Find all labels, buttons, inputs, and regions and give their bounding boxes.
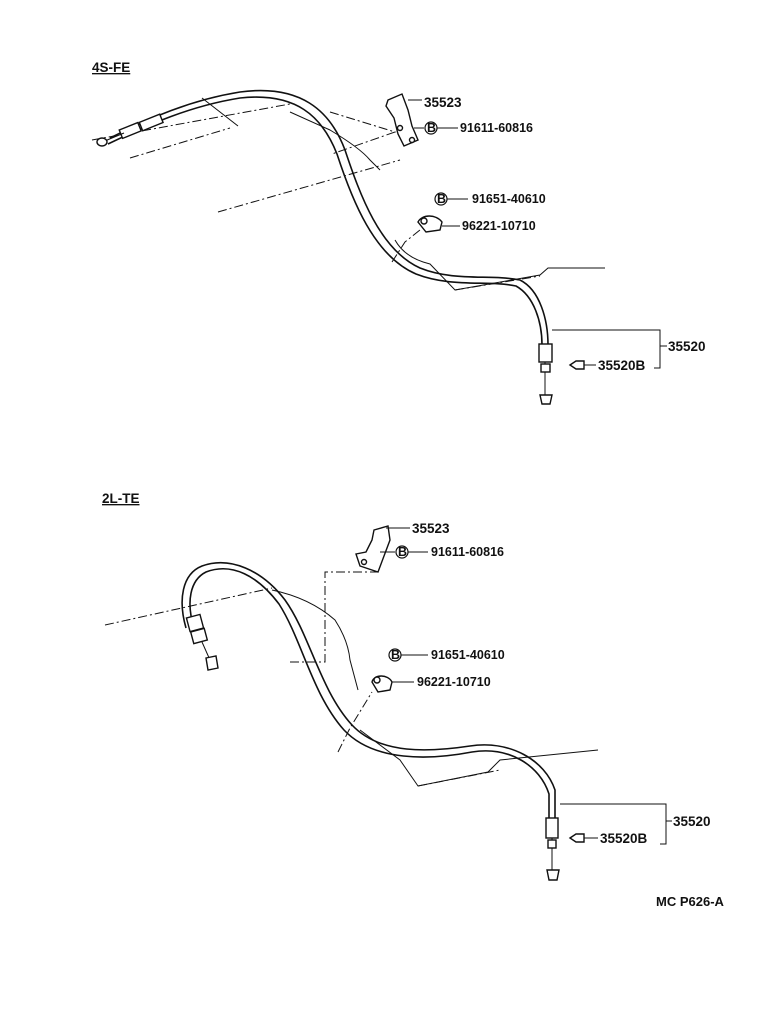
bolt-badge-letter: B [437, 192, 446, 206]
floor-dash [417, 769, 501, 787]
part-label-91651: 91651-40610 [431, 648, 505, 662]
body-panel-edge [271, 589, 359, 691]
cable-lower-line [189, 568, 550, 820]
cable-lower-line [107, 96, 543, 346]
engine-title-4s-fe: 4S-FE [92, 60, 130, 75]
leader-clamp-bottom [337, 691, 373, 753]
diagram-4s-fe: 4S-FE [91, 60, 706, 405]
part-label-91611: 91611-60816 [431, 545, 504, 559]
bolt-badge-letter: B [427, 121, 436, 135]
cable-rear-end-fitting [538, 343, 553, 405]
bolt-badge-letter: B [398, 545, 407, 559]
floor-panel-edge [394, 239, 605, 291]
part-label-91651: 91651-40610 [472, 192, 546, 206]
body-panel-edge [201, 97, 381, 171]
part-label-91611: 91611-60816 [460, 121, 533, 135]
floor-panel-edge [359, 729, 599, 787]
clamp-96221-part [371, 675, 393, 693]
cable-upper-line [109, 89, 549, 346]
clamp-96221-part [417, 215, 443, 233]
part-label-96221: 96221-10710 [417, 675, 491, 689]
doc-code: MC P626-A [656, 894, 725, 909]
part-label-35523: 35523 [424, 95, 462, 110]
part-label-35520: 35520 [668, 339, 706, 354]
body-outline-3 [217, 159, 401, 213]
part-label-35520b: 35520B [600, 831, 648, 846]
part-label-35520b: 35520B [598, 358, 646, 373]
cable-upper-line [181, 562, 556, 820]
leader-clamp-top [391, 229, 421, 263]
leader-bracket-top [329, 111, 397, 155]
part-label-35520: 35520 [673, 814, 711, 829]
bracket-35523-part [355, 525, 391, 573]
part-label-35523: 35523 [412, 521, 450, 536]
cable-front-end-fitting [185, 613, 219, 671]
floor-dash [454, 275, 541, 291]
part-label-96221: 96221-10710 [462, 219, 536, 233]
body-outline-1 [104, 587, 273, 626]
cable-rear-end-fitting [545, 817, 560, 881]
cable-front-end-fitting [96, 113, 164, 147]
bolt-badge-letter: B [391, 648, 400, 662]
body-outline-2 [290, 571, 378, 663]
bracket-35523-part [385, 93, 419, 147]
diagram-2l-te: 2L-TE [102, 491, 711, 881]
engine-title-2l-te: 2L-TE [102, 491, 140, 506]
body-outline-2 [129, 127, 231, 159]
